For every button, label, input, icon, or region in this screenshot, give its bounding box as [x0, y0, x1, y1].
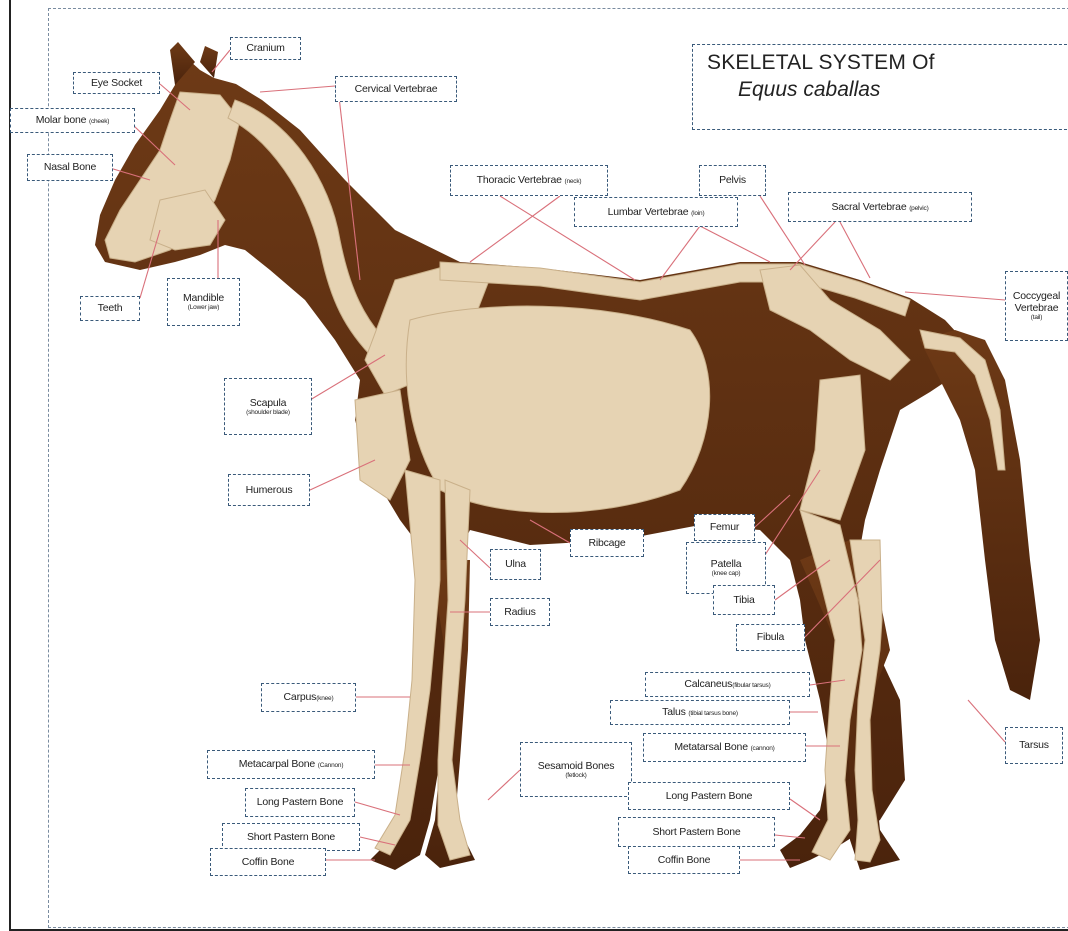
label-tarsus: Tarsus — [1005, 727, 1063, 764]
label-lumbar-vertebrae: Lumbar Vertebrae (loin) — [574, 197, 738, 227]
label-metacarpal-bone: Metacarpal Bone (Cannon) — [207, 750, 375, 779]
label-teeth: Teeth — [80, 296, 140, 321]
label-eye-socket: Eye Socket — [73, 72, 160, 94]
label-thoracic-vertebrae: Thoracic Vertebrae (neck) — [450, 165, 608, 196]
label-scapula: Scapula(shoulder blade) — [224, 378, 312, 435]
label-cervical-vertebrae: Cervical Vertebrae — [335, 76, 457, 102]
label-radius: Radius — [490, 598, 550, 626]
label-short-pastern-front: Short Pastern Bone — [222, 823, 360, 851]
label-humerus: Humerous — [228, 474, 310, 506]
label-coffin-bone-hind: Coffin Bone — [628, 846, 740, 874]
ribcage-bone — [406, 306, 709, 512]
title-box: SKELETAL SYSTEM Of Equus caballas — [692, 44, 1068, 130]
label-talus: Talus (tibial tarsus bone) — [610, 700, 790, 725]
label-carpus: Carpus(knee) — [261, 683, 356, 712]
label-sacral-vertebrae: Sacral Vertebrae (pelvic) — [788, 192, 972, 222]
label-molar-bone: Molar bone (cheek) — [10, 108, 135, 133]
label-mandible: Mandible(Lower jaw) — [167, 278, 240, 326]
label-tibia: Tibia — [713, 585, 775, 615]
label-calcaneus: Calcaneus(fibular tarsus) — [645, 672, 810, 697]
label-ulna: Ulna — [490, 549, 541, 580]
label-ribcage: Ribcage — [570, 529, 644, 557]
label-femur: Femur — [694, 514, 755, 541]
title-line-1: SKELETAL SYSTEM Of — [707, 51, 935, 75]
label-sesamoid-bones: Sesamoid Bones(fetlock) — [520, 742, 632, 797]
title-line-2: Equus caballas — [738, 78, 880, 102]
label-nasal-bone: Nasal Bone — [27, 154, 113, 181]
label-short-pastern-hind: Short Pastern Bone — [618, 817, 775, 847]
label-long-pastern-hind: Long Pastern Bone — [628, 782, 790, 810]
label-cranium: Cranium — [230, 37, 301, 60]
label-coffin-bone-front: Coffin Bone — [210, 848, 326, 876]
label-pelvis: Pelvis — [699, 165, 766, 196]
label-metatarsal-bone: Metatarsal Bone (cannon) — [643, 733, 806, 762]
label-long-pastern-front: Long Pastern Bone — [245, 788, 355, 817]
label-fibula: Fibula — [736, 624, 805, 651]
